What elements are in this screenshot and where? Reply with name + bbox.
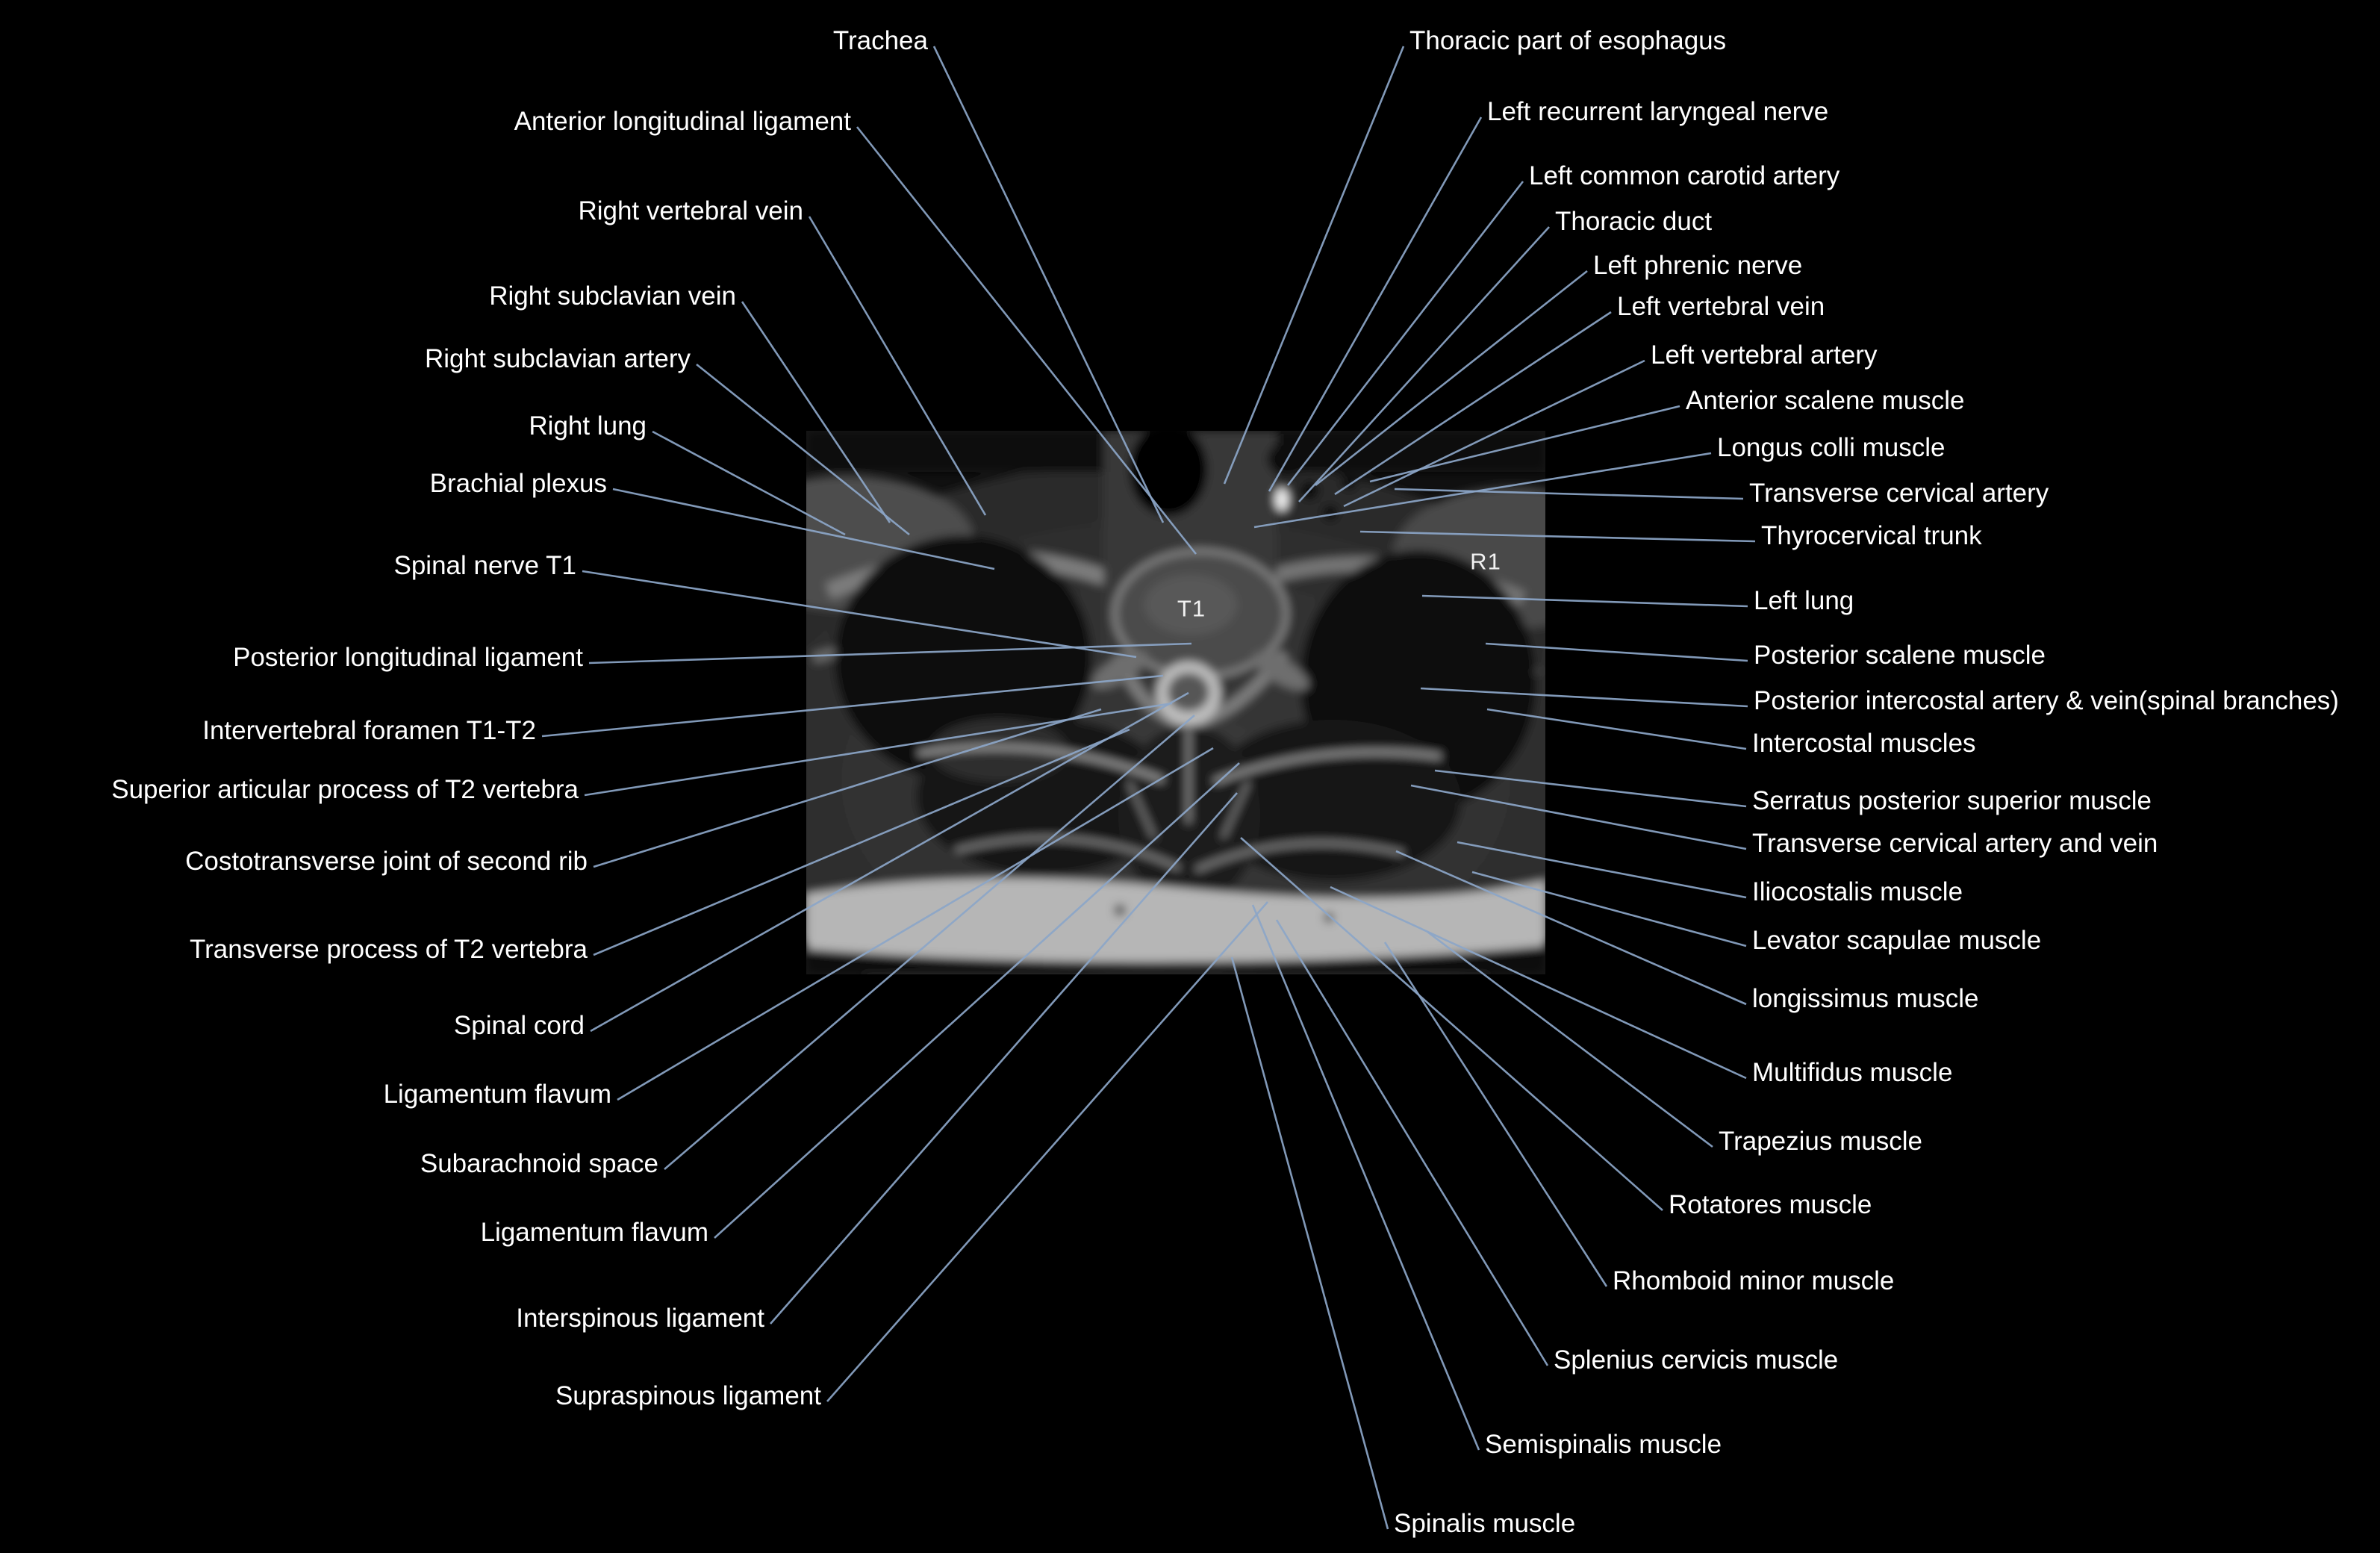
connector-line [826, 901, 1268, 1402]
connector-line [1251, 904, 1480, 1451]
anatomy-label: Intercostal muscles [1752, 729, 1976, 758]
anatomy-label: Left phrenic nerve [1593, 251, 1803, 280]
anatomy-label: Thoracic part of esophagus [1409, 26, 1727, 55]
anatomy-label: Intervertebral foramen T1-T2 [202, 716, 536, 745]
vertebra-t1-tag: T1 [1177, 595, 1206, 622]
anatomy-label: Right vertebral vein [578, 196, 803, 225]
anatomy-label: Splenius cervicis muscle [1554, 1345, 1839, 1375]
anatomy-label: Transverse cervical artery and vein [1752, 829, 2158, 858]
mri-axial-scan: T1 R1 [806, 431, 1545, 974]
anatomy-label: Left vertebral vein [1617, 292, 1825, 321]
anatomy-label: Ligamentum flavum [383, 1080, 611, 1109]
anatomy-label: Iliocostalis muscle [1752, 877, 1963, 906]
anatomy-label: Thoracic duct [1555, 207, 1713, 236]
anatomy-label: Right subclavian vein [489, 281, 736, 311]
connector-line [1383, 942, 1608, 1287]
anatomy-label: Posterior intercostal artery & vein(spin… [1754, 686, 2339, 715]
anatomy-label: Right lung [529, 411, 647, 441]
anatomy-label: Spinal nerve T1 [393, 551, 576, 580]
anatomy-label: Posterior scalene muscle [1754, 641, 2046, 670]
anatomy-label: Levator scapulae muscle [1752, 926, 2042, 955]
anatomy-label: Superior articular process of T2 vertebr… [111, 775, 579, 804]
anatomy-label: Semispinalis muscle [1485, 1430, 1722, 1459]
connector-line [1230, 956, 1389, 1530]
anatomy-label: Thyrocervical trunk [1761, 521, 1982, 550]
mri-scan-graphic [806, 431, 1545, 974]
anatomy-label: Longus colli muscle [1717, 433, 1946, 462]
anatomy-label: Rotatores muscle [1669, 1190, 1872, 1219]
anatomy-label: Costotransverse joint of second rib [185, 847, 588, 876]
anatomy-label: Anterior scalene muscle [1686, 386, 1965, 415]
anatomy-label: Spinal cord [453, 1011, 585, 1040]
anatomy-label: Left vertebral artery [1651, 340, 1878, 370]
anatomy-label: Right subclavian artery [425, 344, 691, 373]
anatomy-label: Left lung [1754, 586, 1854, 615]
anatomy-label: Left common carotid artery [1529, 161, 1840, 190]
anatomy-label: Left recurrent laryngeal nerve [1487, 97, 1829, 126]
rib-r1-tag: R1 [1470, 548, 1501, 575]
anatomy-label: Multifidus muscle [1752, 1058, 1953, 1087]
anatomy-label: Interspinous ligament [516, 1304, 764, 1333]
anatomy-label: longissimus muscle [1752, 984, 1979, 1013]
anatomy-label: Brachial plexus [429, 469, 607, 498]
anatomy-label: Trapezius muscle [1719, 1127, 1922, 1156]
anatomy-label: Transverse process of T2 vertebra [190, 935, 588, 964]
anatomy-label: Anterior longitudinal ligament [514, 107, 851, 136]
anatomy-label: Posterior longitudinal ligament [233, 643, 583, 672]
anatomy-label: Trachea [832, 26, 928, 55]
anatomy-label: Transverse cervical artery [1749, 479, 2049, 508]
anatomy-label: Ligamentum flavum [480, 1218, 708, 1247]
anatomy-label: Subarachnoid space [420, 1149, 658, 1178]
anatomy-label: Supraspinous ligament [555, 1381, 821, 1410]
anatomy-label: Rhomboid minor muscle [1613, 1266, 1895, 1295]
connector-line [1275, 919, 1549, 1366]
anatomy-label: Serratus posterior superior muscle [1752, 786, 2152, 815]
connector-line [1223, 46, 1405, 485]
anatomy-label: Spinalis muscle [1394, 1509, 1576, 1538]
